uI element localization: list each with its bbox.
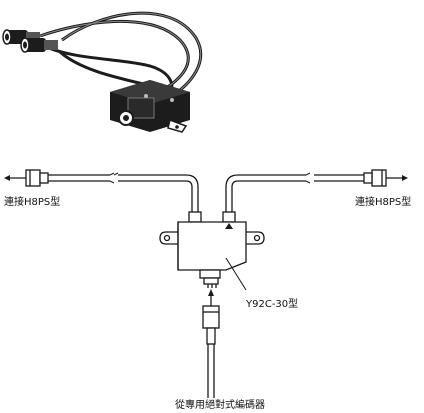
adapter-model-label: Y92C-30型: [246, 299, 299, 310]
triangle-marker-icon: [225, 223, 233, 229]
right-connector: [363, 169, 387, 187]
left-cable: [52, 172, 199, 214]
encoder-source-label: 從專用絕對式編碼器: [175, 400, 265, 411]
cable-adapter-photo-icon: [2, 11, 203, 133]
left-connector: [25, 169, 52, 187]
arrow-up-icon: [208, 289, 214, 306]
right-connection-label: 連接H8PS型: [355, 197, 412, 208]
encoder-connector: [202, 305, 220, 345]
encoder-cable: [207, 344, 215, 398]
arrow-right-icon: [386, 175, 408, 181]
arrow-left-icon: [4, 175, 26, 181]
right-cable: [225, 172, 368, 214]
left-connection-label: 連接H8PS型: [4, 197, 61, 208]
model-leader-line: [225, 257, 247, 291]
adapter-body: [159, 211, 265, 288]
